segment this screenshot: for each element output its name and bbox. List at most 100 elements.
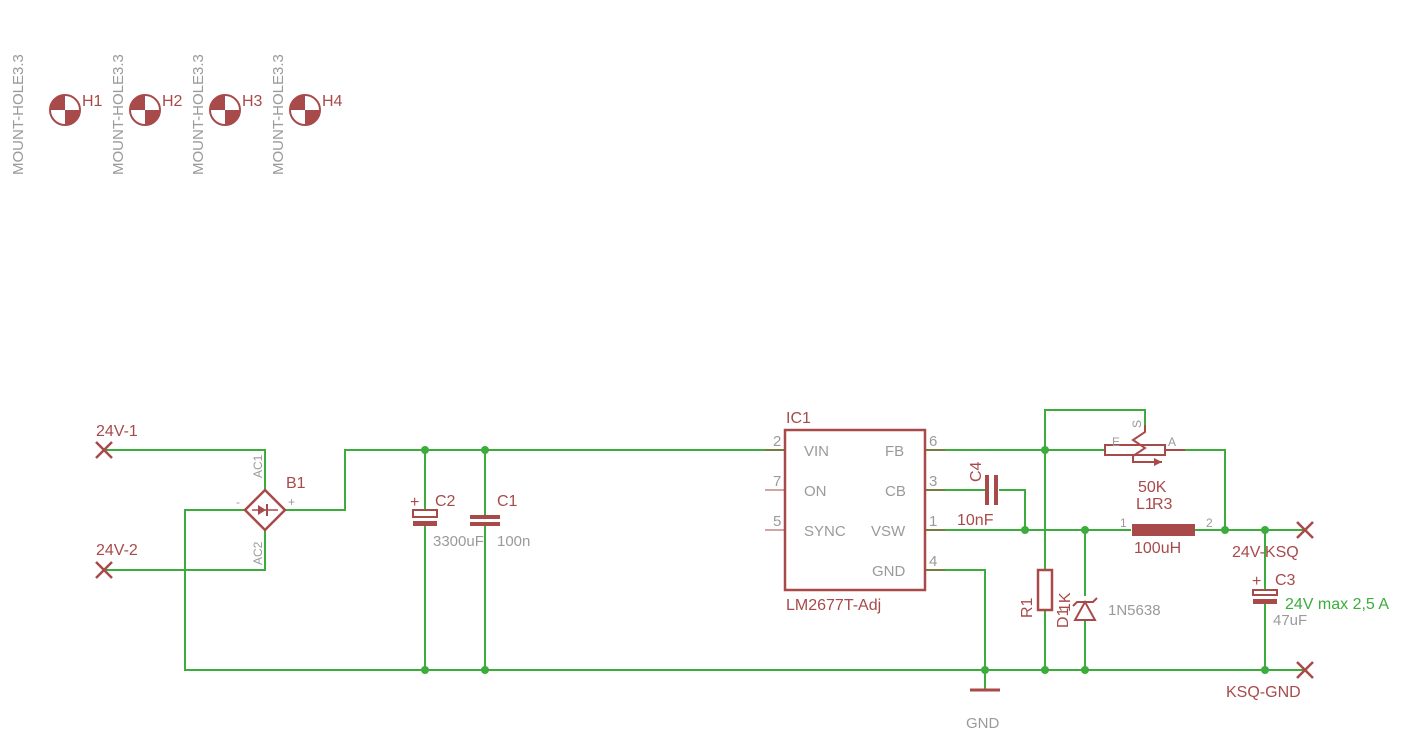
inductor-icon xyxy=(1132,524,1195,536)
capacitor-icon xyxy=(985,475,989,505)
capacitor-c4[interactable]: C4 10nF xyxy=(957,461,998,529)
resistor-value: 1K xyxy=(1057,592,1074,612)
ic-pin-name: SYNC xyxy=(804,523,846,540)
ic-ref: IC1 xyxy=(786,410,811,427)
wire-ic-gnd xyxy=(924,569,986,691)
inductor-ref: L1 xyxy=(1136,496,1154,513)
wire-ac1 xyxy=(103,449,266,491)
pot-pin-e: E xyxy=(1112,435,1120,449)
junction-dot xyxy=(1261,526,1269,534)
capacitor-plus: + xyxy=(410,494,419,511)
pot-ref: R3 xyxy=(1152,496,1173,513)
connector-24v-ksq[interactable]: 24V-KSQ xyxy=(1232,521,1314,561)
capacitor-polarized-icon xyxy=(412,509,438,518)
capacitor-plus: + xyxy=(1252,573,1261,590)
ic-pin-num: 1 xyxy=(929,513,937,530)
wire-gnd-bus xyxy=(184,509,1306,671)
wire-vin-bus xyxy=(284,449,786,511)
connector-24v-1[interactable]: 24V-1 xyxy=(95,423,138,459)
resistor-icon xyxy=(1036,568,1054,612)
mount-hole-h4: H4 MOUNT-HOLE3.3 xyxy=(270,54,343,175)
junction-dot xyxy=(981,666,989,674)
capacitor-icon xyxy=(470,515,500,519)
mount-hole-value: MOUNT-HOLE3.3 xyxy=(270,54,287,175)
junction-dot xyxy=(1021,526,1029,534)
ic-value: LM2677T-Adj xyxy=(786,597,881,614)
bridge-plus: + xyxy=(288,495,295,509)
connector-x-icon xyxy=(95,441,113,459)
inductor-pin2: 2 xyxy=(1206,516,1213,530)
mount-hole-value: MOUNT-HOLE3.3 xyxy=(110,54,127,175)
connector-label: 24V-1 xyxy=(96,423,138,440)
capacitor-value: 47uF xyxy=(1273,612,1307,629)
ic-pin-num: 7 xyxy=(773,473,781,490)
inductor-pin1: 1 xyxy=(1120,516,1127,530)
connector-x-icon xyxy=(95,561,113,579)
connector-x-icon xyxy=(1296,661,1314,679)
capacitor-value: 10nF xyxy=(957,512,994,529)
connector-x-icon xyxy=(1296,521,1314,539)
junction-dot xyxy=(481,446,489,454)
capacitor-c3[interactable]: + C3 47uF xyxy=(1252,572,1307,629)
ic-pin-name: VSW xyxy=(871,523,906,540)
diode-d1[interactable]: D1 1N5638 xyxy=(1055,597,1161,628)
mount-hole-ref: H2 xyxy=(162,93,183,110)
mount-hole-h3: H3 MOUNT-HOLE3.3 xyxy=(190,54,263,175)
capacitor-ref: C4 xyxy=(968,461,985,482)
junction-dot xyxy=(421,446,429,454)
ic-pin-num: 4 xyxy=(929,553,937,570)
ic-body xyxy=(783,428,927,592)
capacitor-ref: C3 xyxy=(1275,572,1296,589)
pot-value: 50K xyxy=(1138,479,1167,496)
pot-pin-s: S xyxy=(1130,420,1144,428)
connector-label: 24V-KSQ xyxy=(1232,544,1299,561)
output-note: 24V max 2,5 A xyxy=(1285,596,1389,613)
junctions xyxy=(421,446,1269,674)
bridge-rectifier-b1[interactable]: B1 + - AC1 AC2 xyxy=(236,454,306,565)
mount-hole-value: MOUNT-HOLE3.3 xyxy=(190,54,207,175)
ic-pin-num: 3 xyxy=(929,473,937,490)
mount-hole-h1: H1 MOUNT-HOLE3.3 xyxy=(10,54,103,175)
ic-pin-name: FB xyxy=(885,443,904,460)
resistor-r1[interactable]: R1 1K xyxy=(1019,568,1074,618)
diode-ref: D1 xyxy=(1055,607,1072,628)
bridge-pin-ac1: AC1 xyxy=(251,454,265,478)
bridge-ref: B1 xyxy=(286,475,306,492)
wire-ac2 xyxy=(103,529,266,571)
capacitor-polarized-icon xyxy=(1252,589,1278,596)
ic-pin-name: GND xyxy=(872,563,906,580)
ic-lm2677[interactable]: IC1 LM2677T-Adj 2 VIN 7 ON 5 SYNC 6 FB 3… xyxy=(765,410,945,614)
pot-pin-a: A xyxy=(1168,435,1176,449)
connector-label: 24V-2 xyxy=(96,542,138,559)
junction-dot xyxy=(481,666,489,674)
mount-hole-value: MOUNT-HOLE3.3 xyxy=(10,54,27,175)
wire-c4-right xyxy=(999,489,1026,531)
junction-dot xyxy=(421,666,429,674)
capacitor-value: 100n xyxy=(497,533,530,550)
capacitor-c2[interactable]: + C2 3300uF xyxy=(410,493,484,550)
bridge-minus: - xyxy=(236,495,240,509)
junction-dot xyxy=(1041,446,1049,454)
capacitor-ref: C2 xyxy=(435,493,456,510)
connector-24v-2[interactable]: 24V-2 xyxy=(95,542,138,579)
connector-ksq-gnd[interactable]: KSQ-GND xyxy=(1226,661,1314,701)
junction-dot xyxy=(1081,526,1089,534)
wires xyxy=(103,409,1306,691)
inductor-l1[interactable]: 1 2 L1 100uH xyxy=(1120,496,1213,557)
potentiometer-r3[interactable]: E A S 50K R3 xyxy=(1104,420,1185,513)
inductor-value: 100uH xyxy=(1134,540,1181,557)
junction-dot xyxy=(1261,666,1269,674)
capacitor-value: 3300uF xyxy=(433,533,484,550)
capacitor-c1[interactable]: C1 100n xyxy=(470,493,530,550)
ic-pin-num: 2 xyxy=(773,433,781,450)
connector-label: KSQ-GND xyxy=(1226,684,1301,701)
diode-value: 1N5638 xyxy=(1108,602,1161,619)
ic-pin-name: ON xyxy=(804,483,827,500)
bridge-rectifier-icon xyxy=(243,488,287,532)
mount-hole-ref: H3 xyxy=(242,93,263,110)
junction-dot xyxy=(1041,666,1049,674)
ic-pin-num: 5 xyxy=(773,513,781,530)
junction-dot xyxy=(1221,526,1229,534)
bridge-pin-ac2: AC2 xyxy=(251,541,265,565)
